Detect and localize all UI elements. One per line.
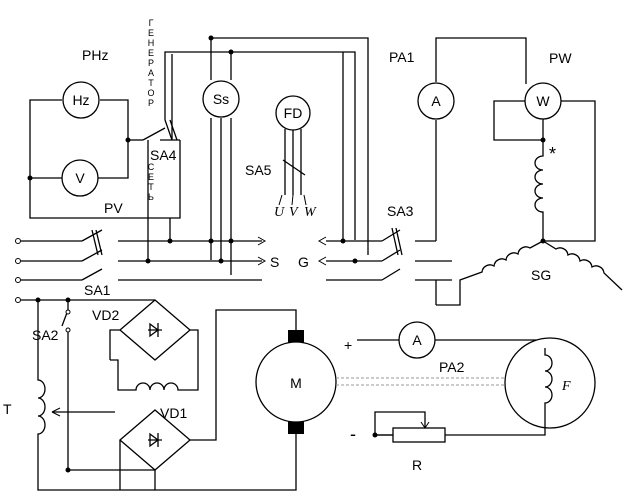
network-busbars: SA1 S — [15, 118, 279, 298]
svg-text:С: С — [148, 162, 155, 172]
generator-measurements: A PA1 W PW * SG — [389, 37, 623, 306]
phz-label: PHz — [82, 47, 108, 63]
frequency-voltage-meters: Hz V PHz PV — [27, 47, 181, 219]
ammeter-pa1-label: A — [431, 93, 441, 109]
drive-motor: M — [255, 330, 505, 434]
phase-u: U — [274, 205, 285, 220]
g-label: G — [298, 254, 309, 270]
motor — [255, 341, 337, 423]
sa1-label: SA1 — [84, 282, 111, 298]
switch-sa4: SA4 Г Е Н Е Р А Т О Р С Е Т Ь — [142, 18, 356, 240]
r-label: R — [412, 457, 422, 473]
svg-text:Р: Р — [148, 98, 154, 108]
pa1-label: PA1 — [389, 49, 415, 65]
vd1-label: VD1 — [160, 405, 187, 421]
frequency-meter-label: Hz — [72, 92, 89, 108]
ammeter-pa2-label: A — [412, 332, 422, 348]
pv-label: PV — [104, 200, 123, 216]
wattmeter-label: W — [536, 93, 550, 109]
ammeter-pa2 — [398, 321, 436, 359]
plus-terminal: + — [344, 337, 352, 353]
synchronoscope: Ss — [202, 35, 369, 275]
pw-label: PW — [549, 50, 572, 66]
rectifier-circuit: SA2 T VD2 VD1 — [3, 297, 297, 491]
svg-text:Ь: Ь — [148, 192, 154, 202]
sg-label: SG — [531, 267, 551, 283]
synchronoscope-meter — [202, 80, 240, 118]
svg-text:Р: Р — [148, 58, 154, 68]
svg-text:А: А — [148, 68, 154, 78]
set-vertical-text: С Е Т Ь — [148, 162, 155, 202]
sa2-label: SA2 — [32, 327, 59, 343]
wattmeter-star: * — [549, 144, 556, 164]
generator-busbars: G SA3 — [298, 52, 436, 281]
phase-w: W — [304, 205, 317, 220]
t-label: T — [3, 401, 12, 417]
sa4-label: SA4 — [150, 147, 177, 163]
exciter-label: F — [561, 379, 571, 394]
vd2-label: VD2 — [92, 307, 119, 323]
voltmeter-label: V — [75, 170, 85, 186]
excitation-circuit: + A PA2 F - R — [344, 321, 596, 473]
svg-text:Т: Т — [148, 78, 154, 88]
ammeter-pa1 — [417, 82, 455, 120]
frequency-meter — [62, 81, 100, 119]
synchronoscope-label: Ss — [213, 91, 229, 107]
svg-text:Н: Н — [148, 38, 155, 48]
fd-label: FD — [284, 105, 303, 121]
sa5-label: SA5 — [245, 162, 272, 178]
rheostat — [392, 427, 446, 443]
exciter — [504, 337, 596, 429]
pa2-label: PA2 — [439, 359, 465, 375]
svg-text:О: О — [147, 88, 154, 98]
svg-text:Т: Т — [148, 182, 154, 192]
phase-v: V — [289, 205, 299, 220]
svg-text:Е: Е — [148, 172, 154, 182]
svg-text:Г: Г — [149, 18, 154, 28]
sa3-label: SA3 — [387, 203, 414, 219]
s-label: S — [270, 254, 279, 270]
minus-terminal: - — [350, 424, 356, 444]
svg-text:Е: Е — [148, 48, 154, 58]
svg-text:Е: Е — [148, 28, 154, 38]
motor-label: M — [290, 375, 302, 391]
voltmeter — [61, 159, 99, 197]
generator-vertical-text: Г Е Н Е Р А Т О Р — [147, 18, 154, 108]
phase-sequence-meter: FD SA5 U V W — [245, 95, 317, 220]
